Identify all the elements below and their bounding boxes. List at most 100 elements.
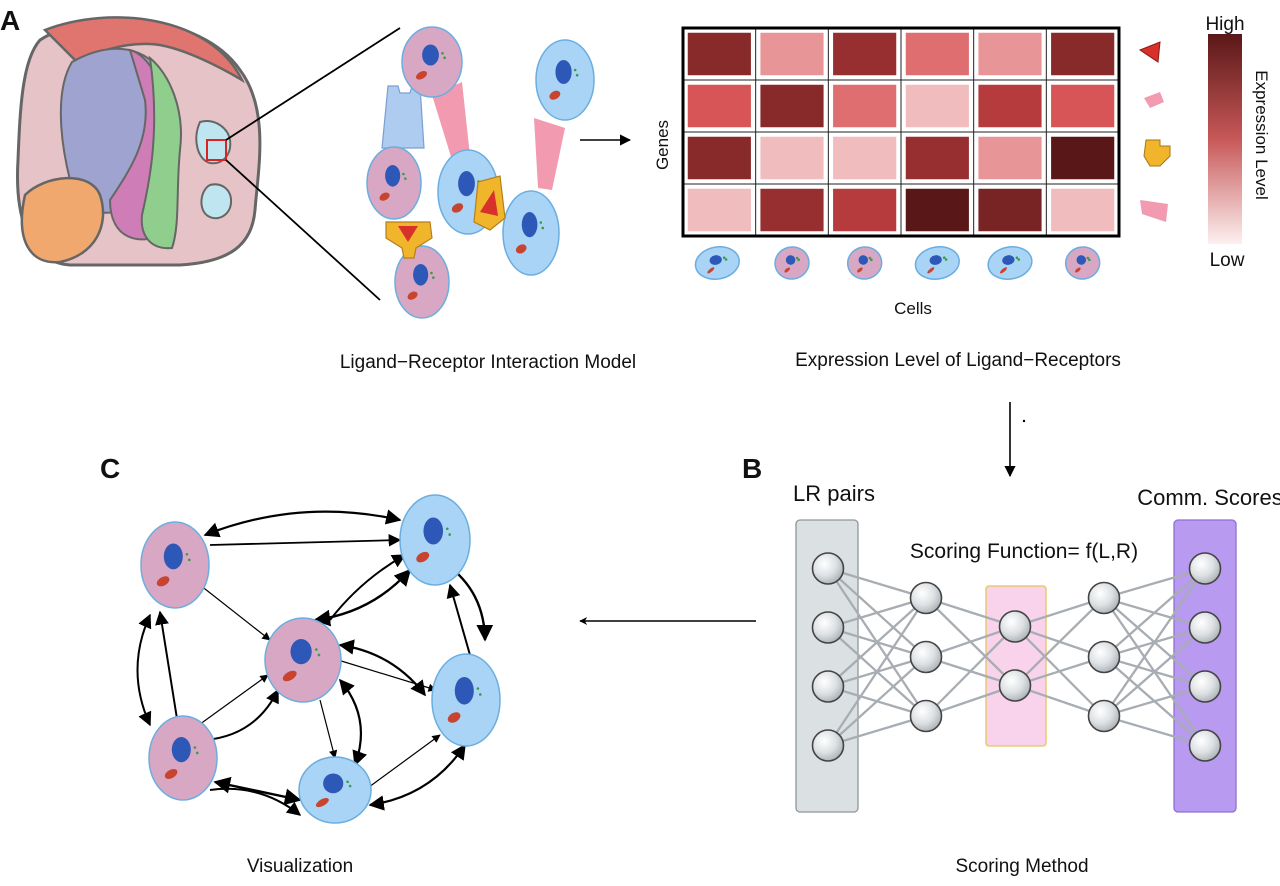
heatmap-x-label: Cells	[894, 299, 932, 318]
heatmap-cell	[686, 187, 753, 233]
communication-arrow	[209, 534, 402, 547]
heatmap-cell	[686, 31, 753, 77]
blue-cell	[431, 653, 501, 747]
heatmap-y-label: Genes	[653, 120, 672, 170]
heatmap-cell	[976, 31, 1044, 77]
scoring-neural-network	[811, 552, 1222, 762]
nucleus	[385, 165, 401, 187]
heatmap-cell	[904, 31, 971, 77]
network-node	[811, 729, 845, 762]
communication-arrow	[204, 688, 279, 741]
pink-cell	[394, 245, 450, 319]
nucleus	[423, 517, 444, 545]
heatmap-column-cell	[694, 246, 740, 280]
nucleus	[323, 773, 344, 794]
receptor-shape	[381, 85, 425, 149]
mitochondrion	[379, 192, 390, 201]
nucleus	[171, 737, 191, 763]
communication-arrow	[339, 678, 367, 767]
network-node	[1188, 670, 1222, 703]
ligand-red-shape	[480, 190, 498, 216]
heatmap-cell	[1049, 83, 1116, 129]
heatmap-cell	[904, 187, 971, 233]
nucleus	[521, 212, 538, 238]
network-node	[909, 640, 943, 674]
caption-interaction-model: Ligand−Receptor Interaction Model	[340, 352, 636, 373]
nucleus	[785, 255, 796, 265]
communication-arrow	[337, 659, 437, 692]
mitochondrion	[407, 291, 418, 300]
network-edge	[827, 596, 927, 629]
panel-label-b: B	[742, 453, 762, 484]
mitochondrion	[282, 670, 297, 682]
ligand-shape	[432, 82, 470, 160]
blue-cell	[399, 494, 471, 586]
network-edge	[1103, 567, 1206, 600]
heatmap-cell	[1049, 31, 1116, 77]
nucleus	[454, 677, 474, 705]
expression-color-bar	[1208, 34, 1242, 244]
communication-arrow	[329, 554, 407, 621]
legend-high-label: High	[1205, 14, 1244, 35]
mitochondrion	[315, 797, 329, 808]
nucleus	[1076, 255, 1087, 265]
heatmap-cell	[976, 187, 1044, 233]
ligand-shape	[534, 118, 565, 190]
heatmap-cell	[904, 135, 971, 181]
network-edge	[1103, 626, 1206, 717]
nucleus	[709, 255, 722, 265]
panel-label-a: A	[0, 5, 20, 36]
mitochondrion	[515, 244, 527, 254]
nucleus	[858, 255, 869, 265]
communication-arrow	[368, 743, 466, 811]
heatmap-column-cell	[914, 246, 960, 280]
network-edge	[827, 597, 927, 747]
lr-pairs-label: LR pairs	[793, 481, 875, 506]
communication-arrow	[136, 613, 152, 727]
caption-visualization: Visualization	[247, 856, 353, 877]
heatmap-frame	[681, 26, 1121, 238]
mitochondrion	[451, 203, 464, 213]
heatmap-cell	[686, 83, 753, 129]
mitochondrion	[999, 267, 1007, 274]
network-node	[1188, 552, 1222, 585]
ligand-symbols-legend	[1138, 41, 1171, 222]
network-edge	[1103, 714, 1206, 747]
mitochondrion	[447, 712, 461, 723]
network-node	[1188, 729, 1222, 762]
communication-arrow	[203, 509, 402, 538]
network-edge	[827, 597, 927, 688]
heatmap-cell	[904, 83, 971, 129]
blue-cell	[298, 756, 372, 824]
heatmap-cell	[831, 135, 898, 181]
dot-mark	[1022, 419, 1026, 423]
pink-cell	[140, 521, 210, 609]
heatmap-column-cell	[774, 246, 810, 280]
heatmap-cell	[1049, 135, 1116, 181]
network-edge	[827, 567, 927, 600]
caption-expression-level: Expression Level of Ligand−Receptors	[795, 350, 1121, 371]
scoring-function-label: Scoring Function= f(L,R)	[910, 540, 1138, 563]
legend-title: Expression Level	[1252, 70, 1271, 199]
communication-arrow	[209, 787, 302, 816]
communication-arrow	[313, 568, 412, 627]
legend-low-label: Low	[1210, 250, 1245, 271]
network-node	[811, 611, 845, 644]
heatmap-column-cell	[1064, 246, 1101, 280]
mitochondrion	[164, 768, 178, 779]
pink-cell	[148, 715, 218, 801]
heatmap-cell	[831, 187, 898, 233]
network-node	[1087, 640, 1121, 674]
network-edge	[827, 656, 927, 747]
heatmap-column-cells	[694, 246, 1101, 280]
network-edge	[1103, 567, 1206, 717]
nucleus	[1002, 255, 1015, 265]
mitochondrion	[549, 90, 561, 100]
heatmap-column-cell	[987, 246, 1033, 280]
panel-label-c: C	[100, 453, 120, 484]
caption-scoring-method: Scoring Method	[955, 856, 1088, 877]
network-node	[811, 670, 845, 703]
nucleus	[413, 264, 429, 286]
communication-arrow	[446, 583, 471, 656]
